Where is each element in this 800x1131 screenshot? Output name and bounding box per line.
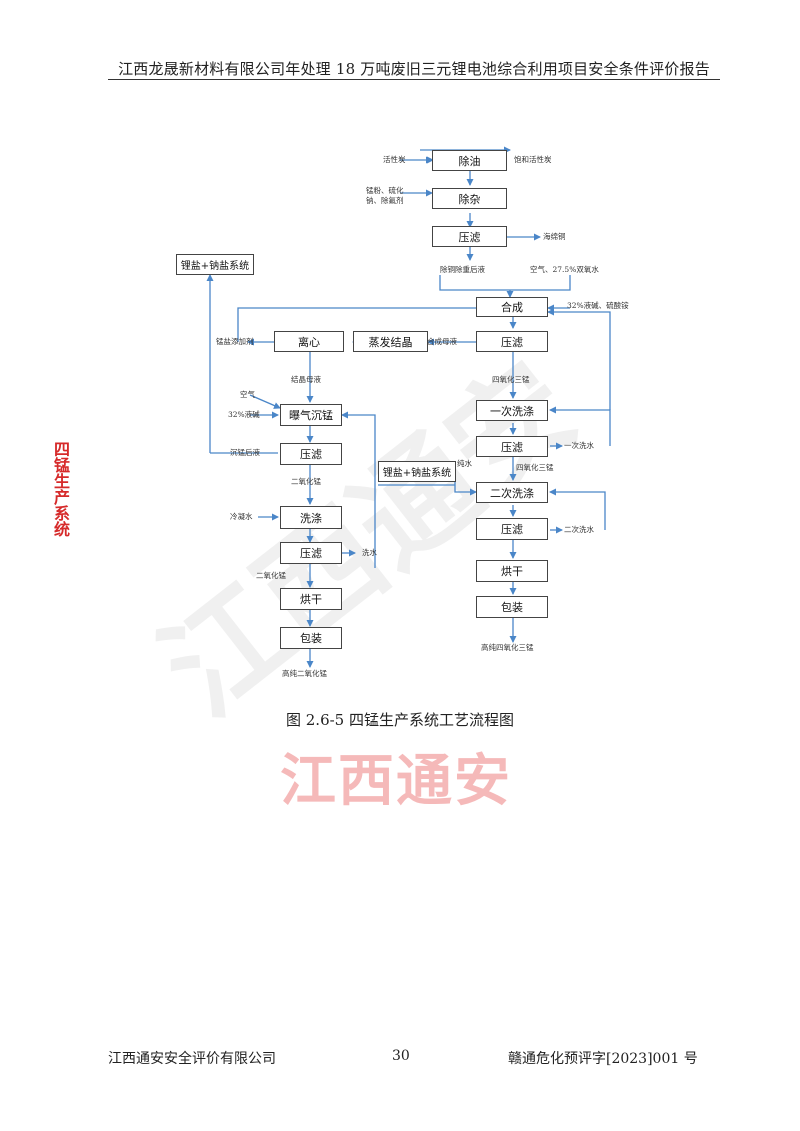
node-filter-press-3: 压滤 [476, 436, 548, 457]
label-impurity-reagents-2: 钠、除氟剂 [366, 196, 404, 205]
label-mn3o4-2: 四氧化三锰 [516, 463, 554, 472]
label-sponge-copper: 海绵铜 [543, 232, 566, 241]
label-impurity-reagents-1: 锰粉、硫化 [366, 186, 404, 195]
label-high-purity-mn3o4: 高纯四氧化三锰 [481, 643, 534, 652]
node-second-wash: 二次洗涤 [476, 482, 548, 503]
figure-caption: 图 2.6-5 四锰生产系统工艺流程图 [285, 711, 514, 729]
label-mn3o4-1: 四氧化三锰 [492, 375, 530, 384]
label-mno2-2: 二氧化锰 [256, 571, 286, 580]
node-synthesis: 合成 [476, 297, 548, 317]
node-evaporation-crystallization: 蒸发结晶 [353, 331, 428, 352]
label-air-peroxide: 空气、27.5%双氧水 [530, 265, 599, 274]
flow-arrows [206, 146, 611, 668]
label-post-precipitation-liquid: 沉锰后液 [230, 448, 260, 457]
node-impurity-removal: 除杂 [432, 188, 507, 209]
label-saturated-carbon: 饱和活性炭 [514, 155, 552, 164]
label-high-purity-mno2: 高纯二氧化锰 [282, 669, 327, 678]
label-first-wash-water: 一次洗水 [564, 441, 594, 450]
company-stamp-text: 江西通安 [280, 749, 512, 814]
node-package-1: 包装 [476, 596, 548, 618]
node-dry-2: 烘干 [280, 588, 342, 610]
label-alkali-ammonium-sulfate: 32%液碱、硫酸铵 [567, 301, 629, 310]
footer-report-number: 赣通危化预评字[2023]001 号 [508, 1051, 698, 1067]
footer-page-number: 30 [392, 1048, 410, 1064]
side-title: 四锰生产系统 [51, 441, 70, 537]
label-condensate: 冷凝水 [230, 512, 253, 521]
header-rule [108, 79, 720, 80]
process-flow-diagram: 除油 除杂 压滤 合成 压滤 一次洗涤 压滤 二次洗涤 压滤 烘干 包装 蒸发结… [170, 130, 640, 695]
label-air: 空气 [240, 390, 255, 399]
node-lithium-sodium-system-2: 锂盐+钠盐系统 [378, 461, 456, 482]
label-synthesis-mother-liquor: 合成母液 [427, 337, 457, 346]
node-filter-press-5: 压滤 [280, 443, 342, 465]
node-deoil: 除油 [432, 150, 507, 171]
label-alkali-32: 32%液碱 [228, 410, 260, 419]
node-wash: 洗涤 [280, 506, 342, 529]
node-centrifuge: 离心 [274, 331, 344, 352]
label-wash-water: 洗水 [362, 548, 377, 557]
node-filter-press-6: 压滤 [280, 542, 342, 564]
node-filter-press-4: 压滤 [476, 518, 548, 540]
label-second-wash-water: 二次洗水 [564, 525, 594, 534]
node-first-wash: 一次洗涤 [476, 400, 548, 421]
label-crystallization-mother-liquor: 结晶母液 [291, 375, 321, 384]
page-header: 江西龙晟新材料有限公司年处理 18 万吨废旧三元锂电池综合利用项目安全条件评价报… [118, 60, 710, 78]
label-decopper-liquid: 除铜除重后液 [440, 265, 485, 274]
label-mno2-1: 二氧化锰 [291, 477, 321, 486]
node-filter-press-1: 压滤 [432, 226, 507, 247]
label-activated-carbon: 活性炭 [383, 155, 406, 164]
node-dry-1: 烘干 [476, 560, 548, 582]
node-package-2: 包装 [280, 627, 342, 649]
footer-company: 江西通安安全评价有限公司 [108, 1051, 276, 1067]
label-manganese-salt-additive: 锰盐添加剂 [216, 337, 254, 346]
node-aeration-manganese-precipitation: 曝气沉锰 [280, 404, 342, 426]
node-lithium-sodium-system-1: 锂盐+钠盐系统 [176, 254, 254, 275]
node-filter-press-2: 压滤 [476, 331, 548, 352]
label-pure-water: 纯水 [457, 459, 472, 468]
